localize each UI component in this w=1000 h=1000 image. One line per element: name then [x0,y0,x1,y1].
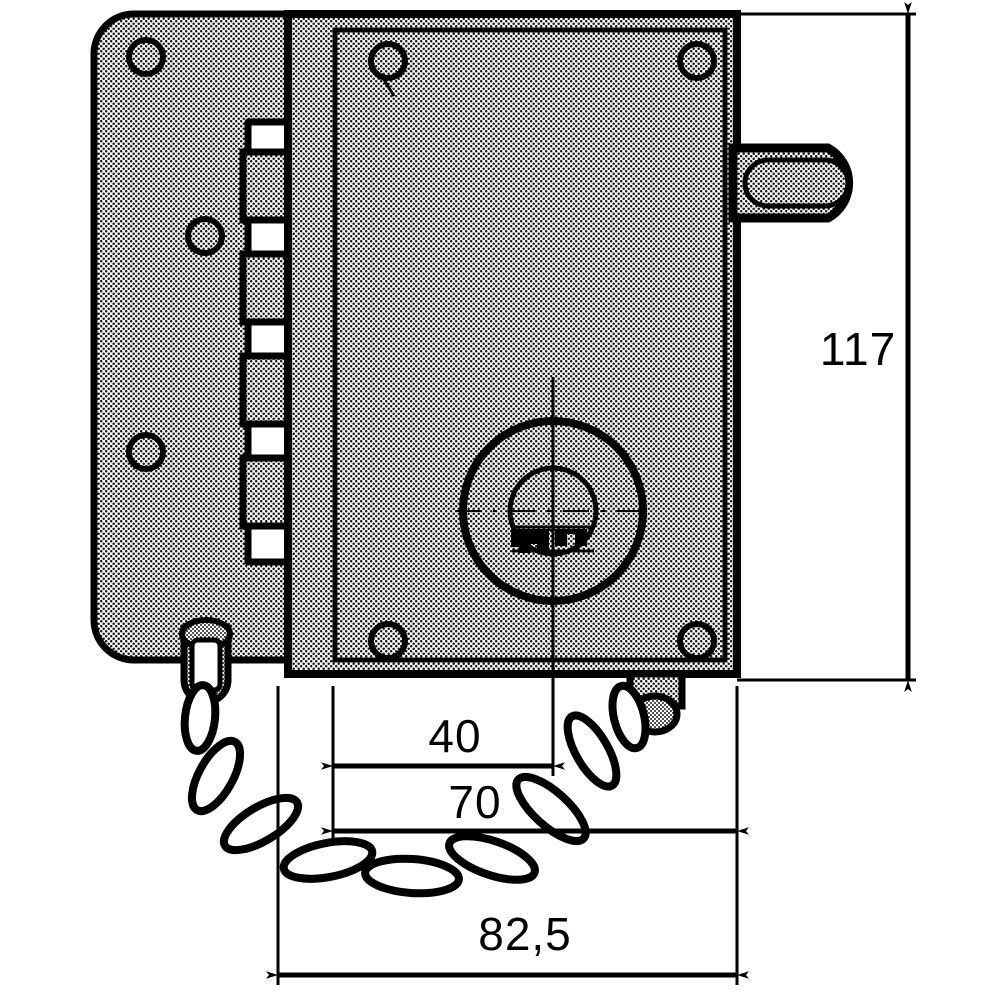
dim-label-825: 82,5 [478,908,572,960]
dim-label-70: 70 [448,776,501,828]
lock-case-group [284,10,741,678]
deadbolt-inner-profile [742,157,851,209]
backplate-screw-hole-bottom [126,432,166,472]
dim-label-40: 40 [428,710,481,762]
chain-link-9 [608,681,650,753]
dimension-82-5: 82,5 [266,686,749,985]
case-screw-hole-top-left [368,41,408,81]
dimension-117: 117 [737,2,916,692]
keyway-profile [511,529,587,553]
deadbolt-group [728,143,854,223]
chain-link-3 [219,793,303,855]
chain-link-1 [180,681,220,755]
chain-link-8 [563,711,621,791]
case-hole-leader-line [381,77,396,97]
case-screw-hole-top-right [677,41,717,81]
chain-link-2 [187,736,245,816]
case-screw-hole-bottom-right [677,621,717,661]
door-chain-group [180,681,650,898]
backplate-outline [90,10,296,664]
chain-link-4 [279,837,377,883]
backplate-screw-hole-top [126,37,166,77]
cylinder-group [455,377,652,674]
dimension-40: 40 [321,674,565,776]
dim-label-117: 117 [820,323,896,375]
chain-link-5 [361,854,463,898]
backplate-group [90,10,296,664]
case-screw-hole-bottom-left [368,621,408,661]
backplate-screw-hole-middle [185,216,225,256]
chain-link-7 [512,772,590,846]
chain-link-6 [445,832,539,884]
